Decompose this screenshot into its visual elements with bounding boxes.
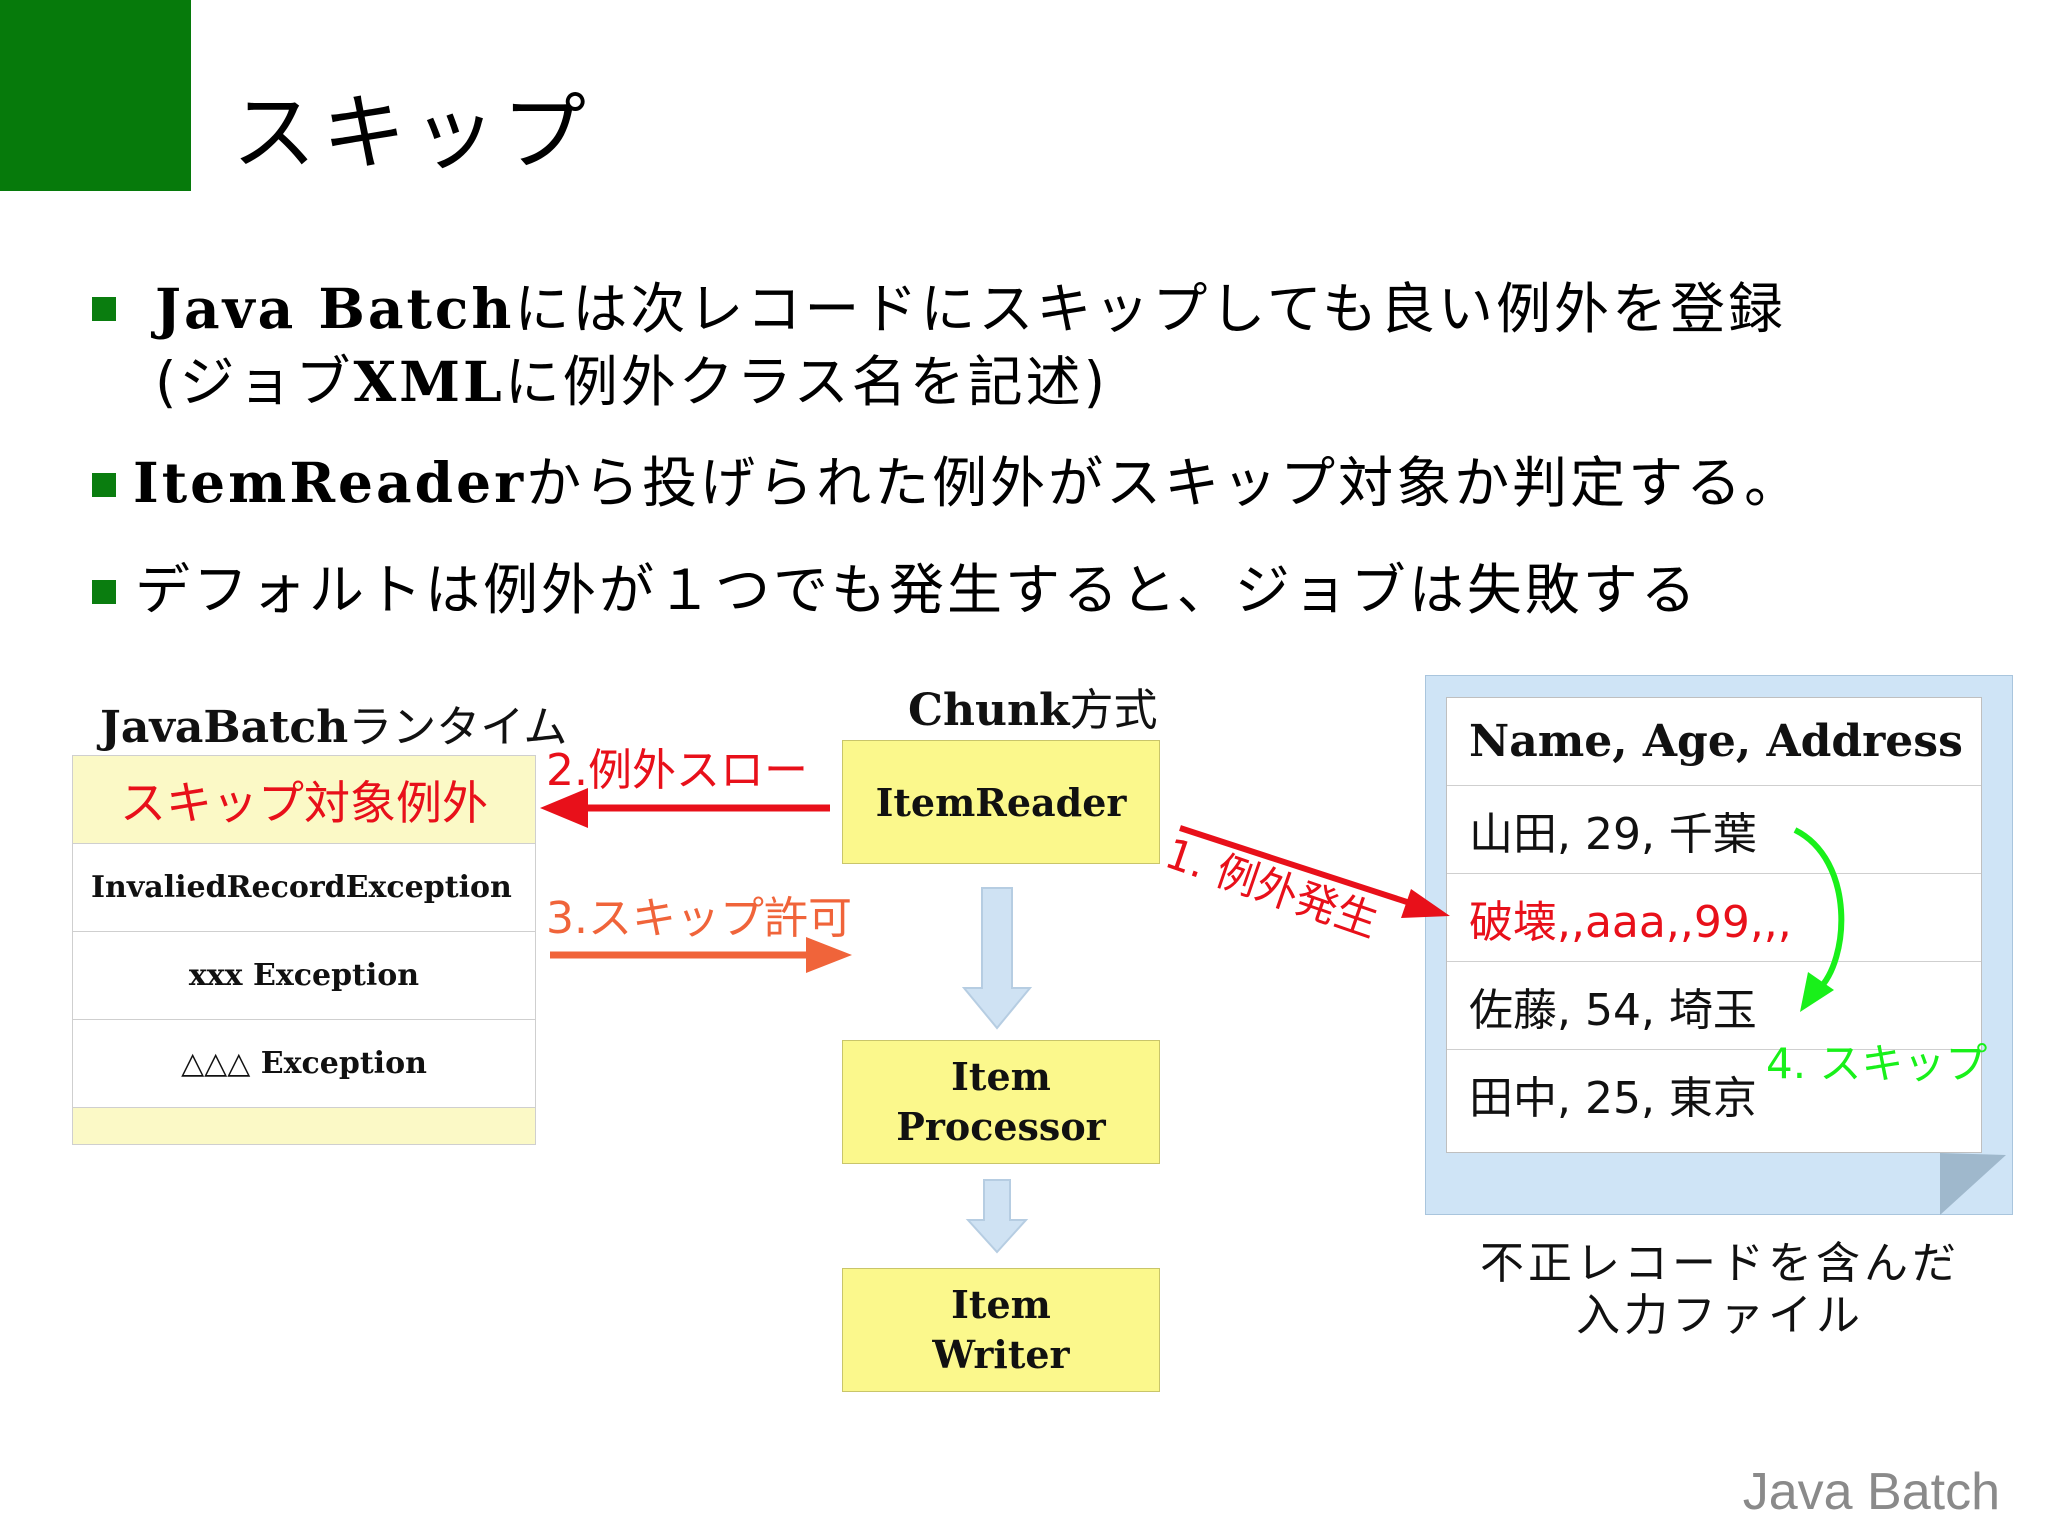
item-reader-box: ItemReader xyxy=(842,740,1160,864)
skip-label: 4. スキップ xyxy=(1766,1039,1988,1088)
file-caption: 不正レコードを含んだ 入力ファイル xyxy=(1430,1238,2010,1342)
throw-arrow xyxy=(540,788,830,828)
exception-row: xxx Exception xyxy=(73,932,535,1020)
runtime-heading-text: ランタイム xyxy=(348,702,568,753)
runtime-heading: JavaBatchランタイム xyxy=(100,700,567,756)
file-caption-line-1: 不正レコードを含んだ xyxy=(1480,1238,1960,1289)
file-caption-line-2: 入力ファイル xyxy=(1576,1290,1864,1341)
bullet-2: ItemReaderから投げられた例外がスキップ対象か判定する。 xyxy=(133,446,1802,520)
file-record-text: 田中, 25, 東京 xyxy=(1469,1073,1757,1124)
file-record: 田中, 25, 東京 xyxy=(1447,1050,1981,1138)
exception-row-label: △△△ Exception xyxy=(181,1046,427,1081)
file-header-row: Name, Age, Address xyxy=(1447,698,1981,786)
chunk-heading-text: 方式 xyxy=(1069,685,1158,736)
file-record-text: 山田, 29, 千葉 xyxy=(1469,808,1757,860)
allow-label: 3.スキップ許可 xyxy=(546,893,852,944)
item-writer-label-1: Item xyxy=(951,1282,1051,1327)
bullet-1-continuation: (ジョブXMLに例外クラス名を記述) xyxy=(155,345,1108,419)
item-processor-label-1: Item xyxy=(951,1054,1051,1099)
bullet-marker xyxy=(92,580,116,604)
skip-arrow xyxy=(1793,827,1845,1012)
bullet-1-paren: (ジョブ xyxy=(155,350,354,414)
skip-table-header-label: スキップ対象例外 xyxy=(120,775,488,830)
file-header-label: Name, Age, Address xyxy=(1469,716,1963,767)
exception-row-label: xxx Exception xyxy=(188,958,420,993)
exception-row: InvaliedRecordException xyxy=(73,844,535,932)
bullet-2-lead: ItemReader xyxy=(133,450,527,515)
bullet-1-cont-text: に例外クラス名を記述) xyxy=(504,350,1109,414)
bullet-1: Java Batchには次レコードにスキップしても良い例外を登録 xyxy=(155,272,1786,346)
bullet-2-text: から投げられた例外がスキップ対象か判定する。 xyxy=(526,451,1803,515)
bullet-3-text: デフォルトは例外が１つでも発生すると、ジョブは失敗する xyxy=(135,558,1699,622)
chunk-heading: Chunk方式 xyxy=(908,683,1157,739)
title-accent-block xyxy=(0,0,191,191)
runtime-heading-lead: JavaBatch xyxy=(100,702,349,753)
exception-row: △△△ Exception xyxy=(73,1020,535,1108)
bullet-marker xyxy=(92,473,116,497)
file-record-error: 破壊,,aaa,,99,,, xyxy=(1447,874,1981,962)
bullet-1-xml: XML xyxy=(353,349,505,414)
file-record: 山田, 29, 千葉 xyxy=(1447,786,1981,874)
item-reader-label: ItemReader xyxy=(875,779,1127,825)
file-record-text: 破壊,,aaa,,99,,, xyxy=(1469,896,1792,948)
throw-label: 2.例外スロー xyxy=(546,745,808,796)
slide-title: スキップ xyxy=(232,84,593,182)
flow-arrow-down xyxy=(961,887,1033,1030)
page-curl xyxy=(1940,1153,2006,1215)
item-processor-box: Item Processor xyxy=(842,1040,1160,1164)
skip-table-footer xyxy=(73,1108,535,1144)
occur-arrow xyxy=(1179,825,1450,918)
file-record-text: 佐藤, 54, 埼玉 xyxy=(1469,984,1757,1036)
input-file-sheet: Name, Age, Address 山田, 29, 千葉 破壊,,aaa,,9… xyxy=(1446,697,1982,1153)
skip-exception-table: スキップ対象例外 InvaliedRecordException xxx Exc… xyxy=(72,755,536,1145)
chunk-heading-lead: Chunk xyxy=(908,685,1070,736)
bullet-3: デフォルトは例外が１つでも発生すると、ジョブは失敗する xyxy=(135,553,1699,627)
footer-label: Java Batch xyxy=(1742,1463,2000,1521)
bullet-marker xyxy=(92,297,116,321)
file-record: 佐藤, 54, 埼玉 xyxy=(1447,962,1981,1050)
allow-arrow xyxy=(550,937,852,973)
flow-arrow-down xyxy=(965,1179,1029,1254)
bullet-1-lead: Java Batch xyxy=(155,276,515,341)
exception-row-label: InvaliedRecordException xyxy=(91,870,512,905)
skip-table-header: スキップ対象例外 xyxy=(73,756,535,844)
item-writer-label-2: Writer xyxy=(932,1332,1070,1377)
item-processor-label-2: Processor xyxy=(896,1104,1106,1149)
item-writer-box: Item Writer xyxy=(842,1268,1160,1392)
bullet-1-text: には次レコードにスキップしても良い例外を登録 xyxy=(514,277,1787,341)
